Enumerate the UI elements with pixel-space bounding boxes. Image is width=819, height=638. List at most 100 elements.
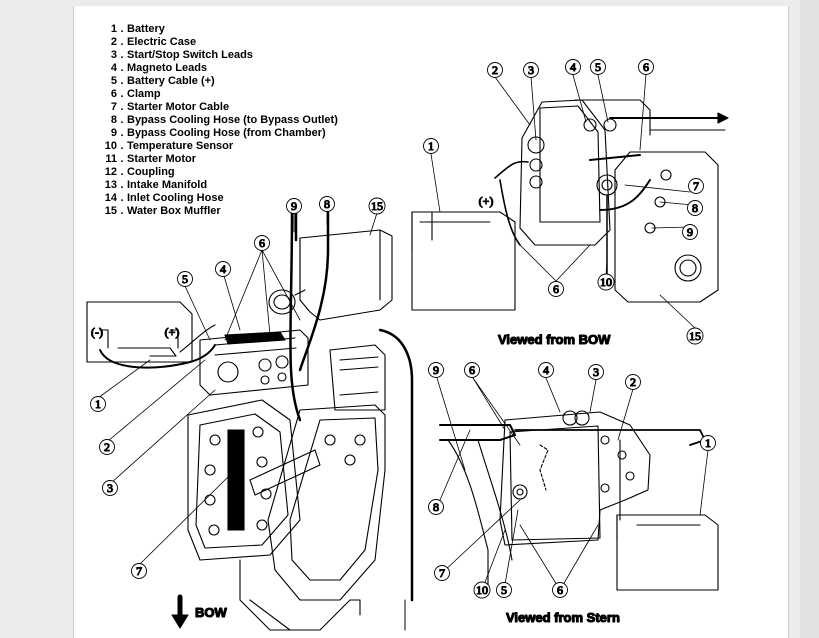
svg-text:3: 3: [593, 365, 599, 379]
legend-item: 7.Starter Motor Cable: [110, 101, 230, 113]
svg-text:15: 15: [689, 329, 701, 343]
leader-lines: [97, 73, 709, 591]
svg-text:1: 1: [428, 139, 434, 153]
callout-8: 8: [428, 499, 444, 515]
callout-6: 6: [254, 235, 270, 251]
callout-10: 10: [473, 581, 491, 599]
callout-3: 3: [102, 480, 118, 496]
callout-9: 9: [428, 362, 444, 378]
callout-1: 1: [423, 138, 439, 154]
parts-legend: 1.Battery 2.Electric Case 3.Start/Stop S…: [90, 23, 338, 218]
callout-15: 15: [368, 197, 386, 215]
svg-text:8: 8: [692, 201, 698, 215]
legend-item: 10.Temperature Sensor: [104, 140, 234, 152]
bow-view: (+): [411, 99, 729, 311]
callout-10: 10: [597, 273, 615, 291]
svg-text:1: 1: [95, 397, 101, 411]
legend-item: 9.Bypass Cooling Hose (from Chamber): [110, 127, 326, 139]
svg-text:9: 9: [433, 363, 439, 377]
svg-text:7: 7: [693, 179, 699, 193]
callout-7: 7: [434, 565, 450, 581]
callout-4: 4: [565, 59, 581, 75]
svg-text:2: 2: [630, 375, 636, 389]
callout-5: 5: [496, 582, 512, 598]
legend-item: 15.Water Box Muffler: [104, 205, 221, 217]
muffler-bow: [614, 151, 719, 303]
stern-view-caption: Viewed from Stern: [506, 610, 620, 625]
intake-manifold: [249, 404, 386, 601]
callout-7: 7: [131, 563, 147, 579]
callout-2: 2: [99, 439, 115, 455]
svg-text:8: 8: [433, 500, 439, 514]
main-view: (-) (+): [86, 208, 414, 631]
engine-head: [187, 399, 301, 561]
legend-item: 5.Battery Cable (+): [110, 75, 215, 87]
svg-text:3: 3: [528, 63, 534, 77]
legend-item: 13.Intake Manifold: [104, 179, 208, 191]
callout-5: 5: [177, 271, 193, 287]
callout-6: 6: [552, 582, 568, 598]
battery-bow: (+): [411, 193, 516, 311]
callout-6: 6: [548, 281, 564, 297]
svg-text:5: 5: [501, 583, 507, 597]
svg-text:5: 5: [182, 272, 188, 286]
svg-text:6: 6: [643, 60, 649, 74]
bow-arrow: [171, 594, 189, 629]
bow-view-caption: Viewed from BOW: [498, 332, 611, 347]
svg-text:10: 10: [476, 583, 488, 597]
svg-text:2: 2: [104, 440, 110, 454]
svg-text:6: 6: [469, 363, 475, 377]
svg-text:7: 7: [136, 564, 142, 578]
svg-text:9: 9: [291, 199, 297, 213]
stern-view: [439, 410, 719, 591]
callouts: 5 4 6 9 8 15 1 2 3 7 2 3 4 5 6 1 7 8 9 1…: [90, 59, 716, 599]
electric-case-bow: [519, 99, 651, 246]
svg-text:10: 10: [600, 275, 612, 289]
svg-text:6: 6: [553, 282, 559, 296]
legend-item: 3.Start/Stop Switch Leads: [110, 49, 253, 61]
legend-item: 14.Inlet Cooling Hose: [104, 192, 224, 204]
svg-text:6: 6: [259, 236, 265, 250]
svg-text:1: 1: [705, 436, 711, 450]
legend-item: 11.Starter Motor: [105, 153, 197, 165]
callout-8: 8: [319, 196, 335, 212]
callout-7: 7: [688, 178, 704, 194]
svg-text:5: 5: [595, 60, 601, 74]
battery-stern: [616, 514, 719, 591]
callout-2: 2: [625, 374, 641, 390]
callout-5: 5: [590, 59, 606, 75]
svg-text:15: 15: [371, 199, 383, 213]
svg-text:8: 8: [324, 197, 330, 211]
svg-text:6: 6: [557, 583, 563, 597]
legend-item: 2.Electric Case: [110, 36, 197, 48]
battery-main: (-) (+): [86, 301, 193, 363]
svg-text:2: 2: [492, 63, 498, 77]
water-box-muffler: [268, 229, 393, 321]
callout-1: 1: [700, 435, 716, 451]
callout-6: 6: [638, 59, 654, 75]
battery-pos-terminal-bow: (+): [479, 194, 494, 208]
svg-text:4: 4: [570, 60, 576, 74]
legend-item: 12.Coupling: [104, 166, 175, 178]
legend-item: 8.Bypass Cooling Hose (to Bypass Outlet): [110, 114, 338, 126]
svg-text:3: 3: [107, 481, 113, 495]
legend-item: 1.Battery: [110, 23, 165, 35]
callout-6: 6: [464, 362, 480, 378]
callout-1: 1: [90, 396, 106, 412]
callout-15: 15: [686, 327, 704, 345]
svg-text:9: 9: [687, 225, 693, 239]
legend-item: 6.Clamp: [110, 88, 161, 100]
callout-4: 4: [538, 362, 554, 378]
svg-text:7: 7: [439, 566, 445, 580]
callout-8: 8: [687, 200, 703, 216]
electric-case-stern: [499, 410, 651, 546]
callout-3: 3: [588, 364, 604, 380]
callout-9: 9: [286, 198, 302, 214]
callout-3: 3: [523, 62, 539, 78]
callout-4: 4: [215, 261, 231, 277]
bow-arrow-label: BOW: [195, 605, 228, 620]
callout-9: 9: [682, 224, 698, 240]
svg-text:4: 4: [220, 262, 226, 276]
scrollbar-track[interactable]: [800, 0, 819, 638]
